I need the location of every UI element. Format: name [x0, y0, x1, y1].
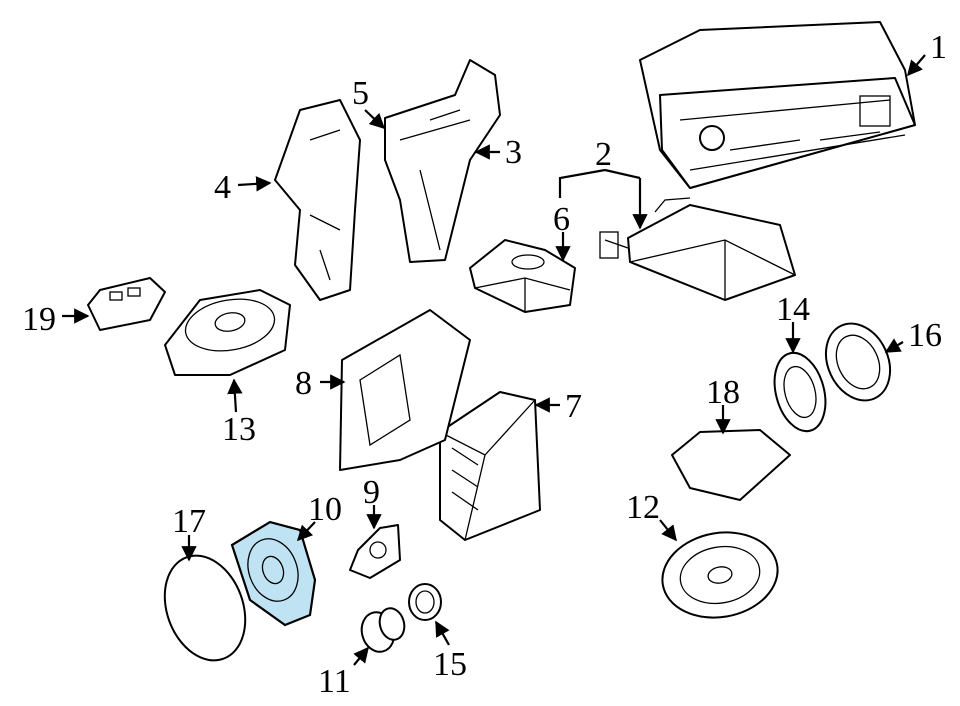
amplifier-6[interactable] [469, 239, 576, 313]
callout-7: 7 [565, 388, 582, 425]
callout-4: 4 [214, 169, 231, 206]
bracket-4[interactable] [274, 99, 361, 301]
tweeter-ring-15[interactable] [408, 583, 442, 621]
callout-3: 3 [505, 134, 522, 171]
tweeter-11[interactable] [357, 605, 407, 655]
speaker-10[interactable] [230, 520, 317, 627]
callout-8: 8 [295, 365, 312, 402]
panel-8[interactable] [339, 309, 471, 471]
callout-labels: 1 2 3 4 5 6 7 8 9 10 11 12 13 14 15 16 1… [22, 29, 947, 700]
callout-14: 14 [776, 291, 810, 328]
leader-lines [62, 54, 926, 666]
callout-6: 6 [553, 201, 570, 238]
subwoofer-13[interactable] [164, 289, 291, 376]
callout-19: 19 [22, 301, 56, 338]
callout-2: 2 [595, 136, 612, 173]
clip-9[interactable] [349, 524, 401, 579]
callout-18: 18 [706, 374, 740, 411]
speaker-12[interactable] [656, 524, 785, 627]
callout-11: 11 [318, 663, 351, 700]
callout-5: 5 [352, 75, 369, 112]
callout-13: 13 [222, 411, 256, 448]
callout-1: 1 [930, 29, 947, 66]
connector-19[interactable] [87, 277, 166, 331]
speaker-ring-14[interactable] [766, 347, 833, 437]
callout-15: 15 [433, 646, 467, 683]
callout-17: 17 [172, 503, 206, 540]
callout-9: 9 [363, 474, 380, 511]
bracket-3[interactable] [384, 59, 501, 263]
trim-panel-18[interactable] [671, 429, 791, 501]
cd-changer-module[interactable] [599, 197, 796, 301]
amplifier-7[interactable] [439, 391, 541, 541]
callout-16: 16 [908, 317, 942, 354]
radio-head-unit[interactable] [639, 21, 916, 189]
grille-ring-16[interactable] [814, 313, 902, 411]
callout-10: 10 [308, 491, 342, 528]
callout-12: 12 [626, 489, 660, 526]
